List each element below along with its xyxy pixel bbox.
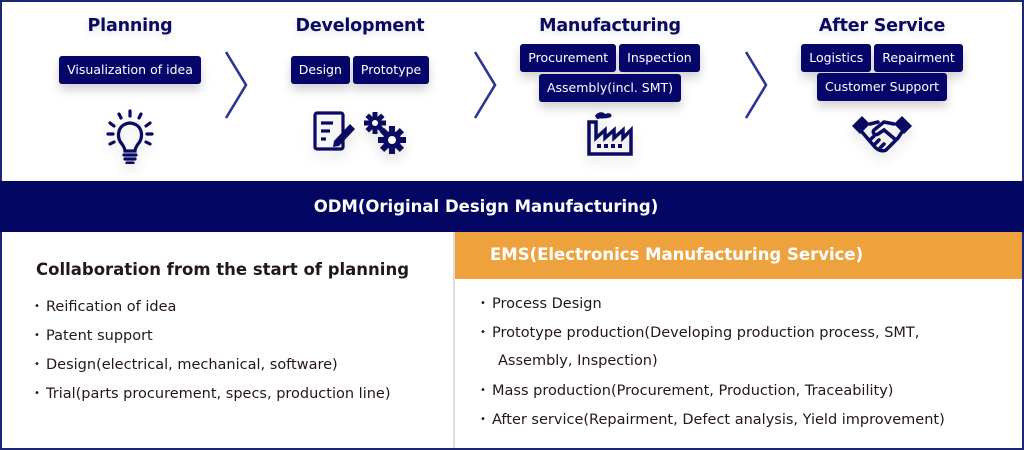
handshake-icon	[772, 112, 992, 158]
bullet-icon: •	[34, 359, 40, 370]
list-item: • Design(electrical, mechanical, software…	[34, 350, 391, 379]
list-item-text: Mass production(Procurement, Production,…	[492, 383, 894, 399]
list-item: • Prototype production(Developing product…	[480, 318, 945, 347]
tag-assembly: Assembly(incl. SMT)	[538, 74, 682, 102]
ems-feature-list: • Process Design • Prototype production(De…	[480, 289, 945, 434]
list-item-continuation: Assembly, Inspection)	[480, 347, 945, 376]
odm-feature-list: • Reification of idea • Patent support • De…	[34, 292, 391, 408]
tag-row: Visualization of idea	[20, 56, 240, 84]
bullet-icon: •	[480, 414, 486, 425]
tag-row: Customer Support	[772, 73, 992, 101]
chevron-right-icon	[744, 51, 768, 119]
stage-title: Planning	[87, 16, 173, 36]
stage-development: Development Design Prototype	[250, 0, 470, 180]
bullet-icon: •	[34, 388, 40, 399]
ems-banner: EMS(Electronics Manufacturing Service)	[455, 232, 1022, 279]
list-item-text: Reification of idea	[46, 299, 177, 315]
list-item-text: Prototype production(Developing producti…	[492, 325, 920, 341]
chevron-right-icon	[224, 51, 248, 119]
list-item: • Patent support	[34, 321, 391, 350]
factory-icon	[500, 110, 720, 156]
bullet-icon: •	[480, 385, 486, 396]
list-item: • Trial(parts procurement, specs, product…	[34, 379, 391, 408]
bullet-icon: •	[34, 301, 40, 312]
stage-manufacturing: Manufacturing Procurement Inspection Ass…	[500, 0, 720, 180]
list-item: • Mass production(Procurement, Production…	[480, 376, 945, 405]
tag-repairment: Repairment	[874, 44, 963, 72]
list-item-text: Patent support	[46, 328, 153, 344]
stage-title: Manufacturing	[539, 16, 681, 36]
list-item-text: Process Design	[492, 296, 602, 312]
tag-logistics: Logistics	[801, 44, 872, 72]
list-item: • Reification of idea	[34, 292, 391, 321]
tag-row: Design Prototype	[250, 56, 470, 84]
stage-after-service: After Service Logistics Repairment Custo…	[772, 0, 992, 180]
list-item: • After service(Repairment, Defect analys…	[480, 405, 945, 434]
collaboration-title: Collaboration from the start of planning	[36, 260, 410, 279]
tag-visualization-of-idea: Visualization of idea	[59, 56, 201, 84]
bullet-icon: •	[480, 327, 486, 338]
stage-title: Development	[295, 16, 425, 36]
tag-prototype: Prototype	[352, 56, 430, 84]
odm-banner: ODM(Original Design Manufacturing)	[0, 181, 1024, 232]
tag-row: Procurement Inspection	[500, 44, 720, 72]
document-edit-gears-icon	[250, 110, 470, 156]
tag-row: Logistics Repairment	[772, 44, 992, 72]
panel-divider	[453, 232, 455, 448]
tag-procurement: Procurement	[520, 44, 617, 72]
bullet-icon: •	[480, 298, 486, 309]
list-item-text: Trial(parts procurement, specs, producti…	[46, 386, 391, 402]
list-item-text: Design(electrical, mechanical, software)	[46, 357, 338, 373]
tag-row: Assembly(incl. SMT)	[500, 74, 720, 102]
lightbulb-icon	[20, 108, 240, 164]
tag-customer-support: Customer Support	[816, 73, 948, 101]
odm-panel	[2, 232, 453, 448]
tag-inspection: Inspection	[619, 44, 700, 72]
list-item-text: After service(Repairment, Defect analysi…	[492, 412, 945, 428]
stage-title: After Service	[818, 16, 946, 36]
chevron-right-icon	[473, 51, 497, 119]
stage-planning: Planning Visualization of idea	[20, 0, 240, 180]
bullet-icon: •	[34, 330, 40, 341]
tag-design: Design	[290, 56, 350, 84]
list-item: • Process Design	[480, 289, 945, 318]
list-item-text: Assembly, Inspection)	[498, 353, 658, 369]
